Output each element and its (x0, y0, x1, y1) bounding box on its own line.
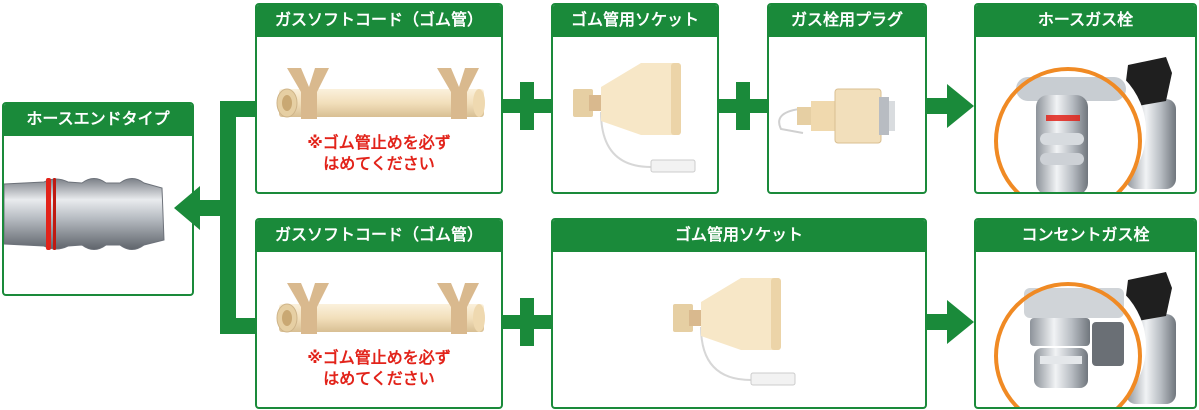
arrow-right-icon (927, 300, 974, 344)
outlet-valve-illustration (994, 272, 1176, 407)
hose-end-card: ホースエンドタイプ (2, 102, 194, 296)
hose-valve-card: ホースガス栓 (974, 3, 1197, 194)
gas-plug-illustration (778, 88, 895, 144)
soft-cord-card-top: ガスソフトコード（ゴム管） ※ゴム管止めを必ず はめてください (255, 3, 503, 194)
arrow-left-icon (174, 186, 236, 230)
rubber-socket-title-bottom: ゴム管用ソケット (553, 220, 925, 252)
clamp-note-top: ※ゴム管止めを必ず はめてください (307, 135, 451, 173)
hose-end-illustration (4, 178, 165, 250)
hose-valve-title: ホースガス栓 (976, 5, 1195, 37)
soft-cord-card-bottom: ガスソフトコード（ゴム管） ※ゴム管止めを必ず はめてください (255, 218, 503, 409)
socket-illustration-bottom (673, 278, 796, 386)
arrow-right-icon (927, 84, 974, 128)
bracket-top-horizontal (220, 101, 256, 117)
socket-illustration-top (573, 63, 696, 173)
soft-cord-title-top: ガスソフトコード（ゴム管） (257, 5, 501, 37)
soft-cord-title-bottom: ガスソフトコード（ゴム管） (257, 220, 501, 252)
rubber-tube-illustration-top (276, 68, 485, 119)
plus-icon (503, 298, 551, 346)
rubber-tube-illustration-bottom (276, 283, 485, 334)
bracket-vertical (220, 101, 236, 334)
hose-end-title: ホースエンドタイプ (4, 104, 192, 136)
plus-icon (503, 82, 551, 130)
rubber-socket-card-top: ゴム管用ソケット (551, 3, 719, 194)
outlet-valve-card: コンセントガス栓 (974, 218, 1197, 409)
gas-plug-title: ガス栓用プラグ (769, 5, 925, 37)
plus-icon (719, 82, 767, 130)
gas-plug-card: ガス栓用プラグ (767, 3, 927, 194)
bracket-bottom-horizontal (220, 318, 256, 334)
hose-end-image (4, 136, 192, 294)
clamp-note-bottom: ※ゴム管止めを必ず はめてください (307, 350, 451, 388)
rubber-socket-card-bottom: ゴム管用ソケット (551, 218, 927, 409)
hose-valve-illustration (994, 57, 1176, 192)
rubber-socket-title-top: ゴム管用ソケット (553, 5, 717, 37)
outlet-valve-title: コンセントガス栓 (976, 220, 1195, 252)
